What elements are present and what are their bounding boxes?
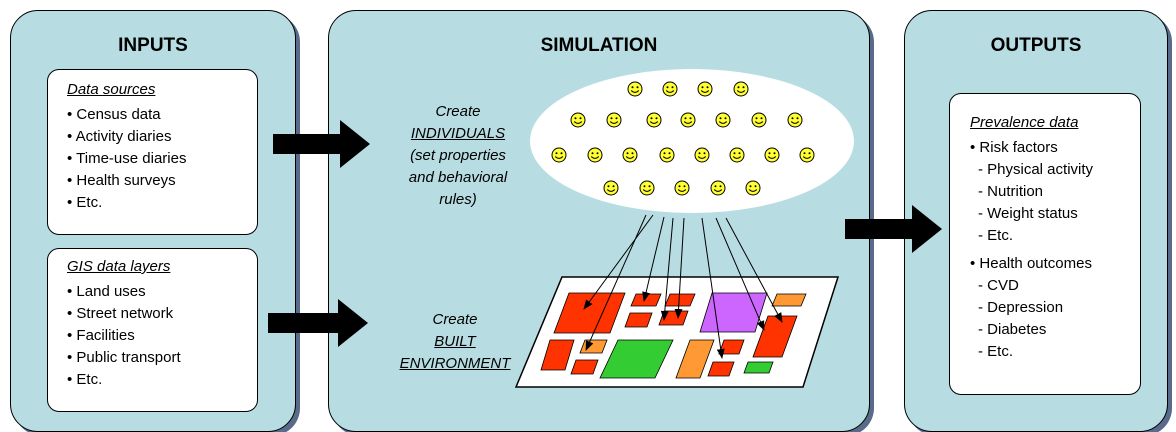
land-use-block [630,293,662,307]
inputs-to-simulation-arrow [273,120,370,168]
land-use-block [624,312,653,328]
gis-layer-item: • Etc. [67,371,103,388]
outputs-title: OUTPUTS [990,35,1082,56]
health-outcomes-title: • Health outcomes [970,255,1092,272]
individual-smiley [729,147,745,163]
risk-factor-item: - Weight status [978,205,1078,222]
simulation-to-outputs-arrow [845,205,942,253]
health-outcome-item: - Etc. [978,343,1014,360]
individual-smiley [646,112,662,128]
individual-smiley [659,147,675,163]
environment-label-underlined: ENVIRONMENT [399,355,511,372]
individuals-label-line: and behavioral [408,169,508,186]
land-use-block [570,359,599,375]
land-use-block [707,361,735,377]
health-outcome-item: - CVD [978,277,1019,294]
data-source-item: • Census data [67,106,161,123]
health-outcome-item: - Depression [978,299,1064,316]
create-environment-label: Create BUILT ENVIRONMENT [390,309,520,375]
individual-smiley [799,147,815,163]
individual-smiley [551,147,567,163]
gis-layer-item: • Street network [67,305,174,322]
individual-to-place-arrow [674,217,685,319]
land-use-block [675,339,715,379]
individual-to-place-arrow [715,217,765,331]
individual-smiley [764,147,780,163]
individual-smiley [662,81,678,97]
individual-smiley [622,147,638,163]
individual-to-place-arrow [583,214,654,310]
individuals-label-line: rules) [439,191,477,208]
risk-factors-title: • Risk factors [970,139,1058,156]
data-source-item: • Activity diaries [67,128,172,145]
land-use-block [664,293,696,307]
data-sources-heading: Data sources [67,81,156,98]
individual-smiley [606,112,622,128]
individual-to-place-arrow [660,217,674,321]
individual-smiley [751,112,767,128]
land-use-block [658,310,689,326]
individuals-label-underlined: INDIVIDUALS [410,125,506,142]
individual-smiley [627,81,643,97]
individual-smiley [697,81,713,97]
environment-label-line: Create [432,311,478,328]
data-source-item: • Time-use diaries [67,150,187,167]
individual-smiley [787,112,803,128]
land-use-block [752,315,798,358]
gis-layers-box: GIS data layers • Land uses • Street net… [47,248,258,412]
individual-smiley [694,147,710,163]
gis-to-simulation-arrow [268,299,368,347]
data-sources-box: Data sources • Census data • Activity di… [47,69,258,235]
individuals-label-line: (set properties [410,147,506,164]
data-source-item: • Etc. [67,194,103,211]
individual-smiley [710,180,726,196]
environment-label-underlined: BUILT [434,333,476,350]
prevalence-heading: Prevalence data [970,114,1079,131]
individuals-population [530,69,854,213]
individual-smiley [745,180,761,196]
prevalence-box: Prevalence data • Risk factors - Physica… [949,93,1141,395]
individual-smiley [733,81,749,97]
risk-factor-item: - Nutrition [978,183,1044,200]
land-use-block [771,293,807,307]
individual-to-place-arrow [725,217,783,323]
land-use-block [599,339,674,379]
individual-smiley [603,180,619,196]
individual-to-place-arrow [585,214,647,351]
individual-smiley [680,112,696,128]
gis-layers-heading: GIS data layers [67,258,171,275]
gis-layer-item: • Land uses [67,283,146,300]
simulation-title: SIMULATION [540,35,658,56]
individual-smiley [674,180,690,196]
individual-smiley [587,147,603,163]
individual-to-place-arrow [642,216,665,302]
gis-layer-item: • Public transport [67,349,181,366]
individual-to-place-arrow [701,217,725,359]
health-outcome-item: - Diabetes [978,321,1047,338]
individual-smiley [570,112,586,128]
gis-layer-item: • Facilities [67,327,135,344]
create-individuals-label: Create INDIVIDUALS (set properties and b… [395,101,521,211]
data-source-item: • Health surveys [67,172,176,189]
individuals-label-line: Create [435,103,481,120]
land-use-block [579,339,608,354]
individual-smiley [715,112,731,128]
land-use-block [540,339,575,371]
individual-smiley [639,180,655,196]
risk-factor-item: - Physical activity [978,161,1094,178]
land-use-block [743,361,774,374]
risk-factor-item: - Etc. [978,227,1014,244]
inputs-title: INPUTS [118,35,188,56]
